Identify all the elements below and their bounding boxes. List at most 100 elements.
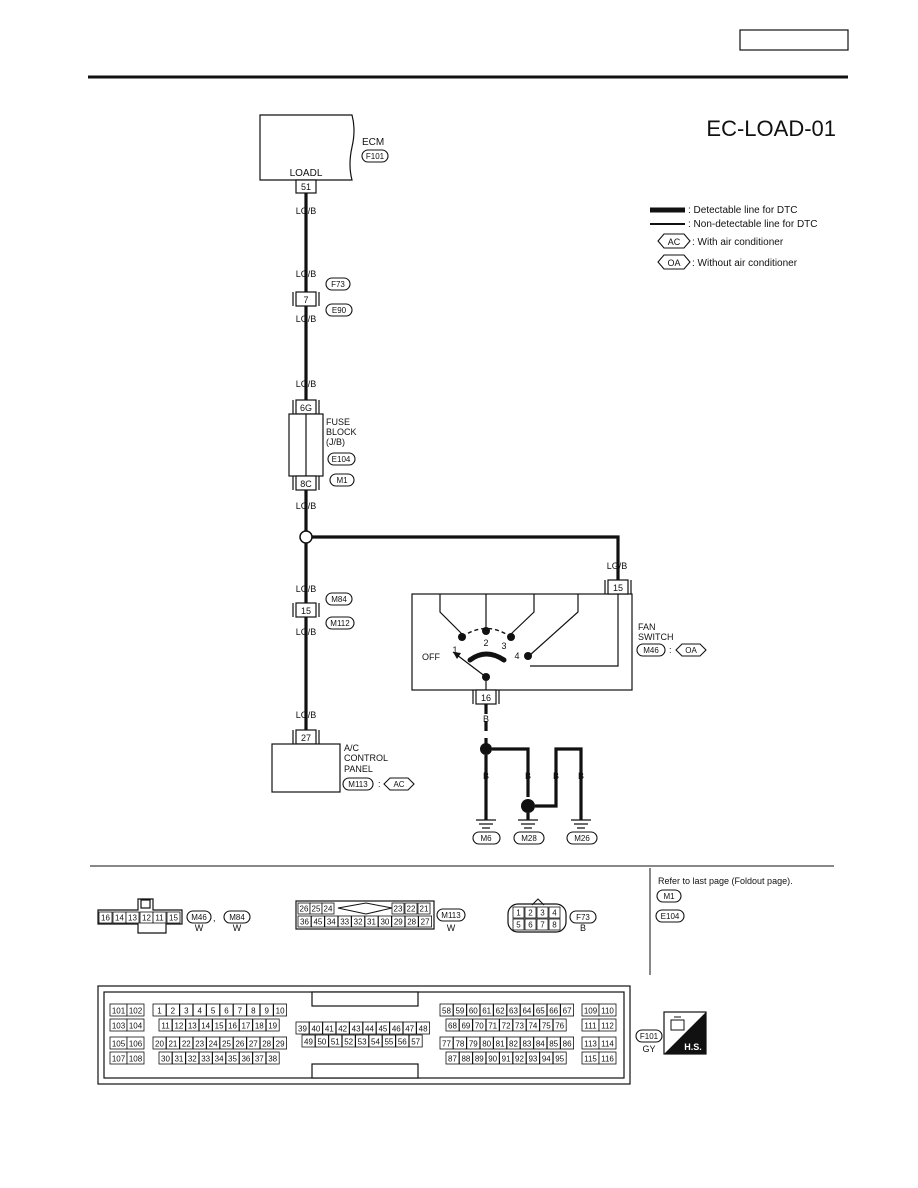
ecm-body (259, 114, 355, 181)
legend: : Detectable line for DTC : Non-detectab… (650, 205, 818, 270)
f101-pin-24-label: 24 (209, 1040, 218, 1049)
f101-pin-114-cell (598, 1036, 617, 1050)
m113-pin-22-label: 22 (407, 905, 416, 914)
fan-pos-1: 1 (452, 645, 457, 655)
f101-pin-39-label: 39 (298, 1025, 307, 1034)
m46-pin-14-label: 14 (115, 914, 124, 923)
f101-pin-29-label: 29 (276, 1040, 285, 1049)
ecm-label: ECM (362, 137, 384, 148)
f101-pin-17-cell (238, 1018, 253, 1032)
f101-pin-17-label: 17 (241, 1022, 250, 1031)
f101-pin-76-label: 76 (555, 1022, 564, 1031)
joint-2-top-pill (325, 592, 353, 606)
m113-pin-31-label: 31 (367, 918, 376, 927)
f73-pin-7-cell (536, 918, 549, 931)
fan-sep: : (669, 645, 672, 655)
f101-pin-106-label: 106 (129, 1040, 143, 1049)
f101-pin-37-cell (252, 1051, 267, 1065)
f101-pin-51-cell (328, 1034, 343, 1048)
f101-pin-26-cell (232, 1036, 247, 1050)
m46-pin-13-label: 13 (128, 914, 137, 923)
f101-pin-15-label: 15 (215, 1022, 224, 1031)
f101-pin-64-label: 64 (522, 1007, 531, 1016)
f101-pin-91-cell (499, 1051, 514, 1065)
fan-out-pin: 16 (481, 693, 491, 703)
f101-pin-44-label: 44 (365, 1025, 374, 1034)
m113-pin-21-cell (417, 902, 431, 915)
f101-pin-21-label: 21 (168, 1040, 177, 1049)
f101-pin-106-cell (126, 1036, 145, 1050)
fuse-label-2: BLOCK (326, 427, 357, 437)
f101-pin-88-label: 88 (461, 1055, 470, 1064)
f101-pin-84-label: 84 (536, 1040, 545, 1049)
fan-option-code: OA (685, 646, 697, 655)
f101-pin-83-label: 83 (522, 1040, 531, 1049)
m113-pin-25-label: 25 (312, 905, 321, 914)
refer-m1-pill (656, 889, 682, 903)
ground-m6-symbol (476, 819, 496, 829)
f73-pin-8-label: 8 (552, 921, 557, 930)
ac-label-3: PANEL (344, 764, 373, 774)
fan-label-2: SWITCH (638, 632, 674, 642)
f101-pin-67-label: 67 (563, 1007, 572, 1016)
m113-pin-34-cell (324, 915, 339, 928)
f101-view-color: GY (642, 1044, 655, 1054)
f101-pin-75-label: 75 (542, 1022, 551, 1031)
joint-f73-e90: 7 F73 E90 (292, 277, 353, 317)
f73-pin-8-cell (548, 918, 561, 931)
wire-label-6: LG/B (607, 561, 628, 571)
f101-pin-79-cell (466, 1036, 481, 1050)
f101-pin-86-label: 86 (563, 1040, 572, 1049)
f73-pin-2-label: 2 (528, 909, 533, 918)
wire-label-1: LG/B (296, 206, 317, 216)
f101-pin-6-label: 6 (224, 1007, 229, 1016)
wire-label-2: LG/B (296, 269, 317, 279)
f101-pin-104-cell (126, 1018, 145, 1032)
f101-pin-38-label: 38 (268, 1055, 277, 1064)
f101-pin-9-label: 9 (264, 1007, 269, 1016)
ground-m6-pill (472, 831, 501, 845)
f73-pin-3-cell (536, 906, 549, 919)
f101-pin-25-label: 25 (222, 1040, 231, 1049)
f101-pin-79-label: 79 (469, 1040, 478, 1049)
f101-pin-8-label: 8 (251, 1007, 256, 1016)
fan-in-pin: 15 (613, 583, 623, 593)
f101-pin-63-cell (506, 1003, 521, 1017)
wire-to-m28 (492, 747, 530, 797)
m46-pin-11-cell (152, 911, 167, 924)
fuse-top-brackets (292, 400, 320, 414)
f101-pin-10-cell (273, 1003, 288, 1017)
f101-pin-5-label: 5 (211, 1007, 216, 1016)
f101-pin-72-cell (499, 1018, 514, 1032)
f73-pin-1-label: 1 (516, 909, 521, 918)
hs-connector-icon (670, 1016, 685, 1031)
m46-latch (140, 899, 151, 909)
f101-pin-72-label: 72 (502, 1022, 511, 1031)
legend-ac-hex (657, 233, 691, 249)
f101-pin-53-label: 53 (358, 1038, 367, 1047)
ac-control-panel: 27 A/C CONTROL PANEL M113 : AC (271, 729, 415, 793)
fan-pos-off: OFF (422, 652, 440, 662)
fuse-label-1: FUSE (326, 417, 350, 427)
f101-pin-76-cell (552, 1018, 567, 1032)
f101-pin-19-label: 19 (268, 1022, 277, 1031)
fan-option-hex (675, 643, 707, 657)
fuse-top-pin: 6G (300, 403, 312, 413)
m46-pin-12-label: 12 (142, 914, 151, 923)
f101-pin-90-label: 90 (488, 1055, 497, 1064)
m84-view-color: W (233, 923, 242, 933)
m113-pin-28-label: 28 (407, 918, 416, 927)
ground-m26-code: M26 (574, 834, 590, 843)
f101-pin-108-cell (126, 1051, 145, 1065)
legend-detectable-text: : Detectable line for DTC (688, 205, 798, 216)
ac-pin: 27 (301, 733, 311, 743)
ecm-terminal-name: LOADL (290, 168, 323, 179)
m113-pin-24-cell (321, 902, 335, 915)
f101-pin-103-label: 103 (112, 1022, 126, 1031)
f101-pin-112-cell (598, 1018, 617, 1032)
fan-connector-pill (636, 643, 666, 657)
f73-view-color: B (580, 923, 586, 933)
fuse-conn2-pill (329, 473, 355, 487)
